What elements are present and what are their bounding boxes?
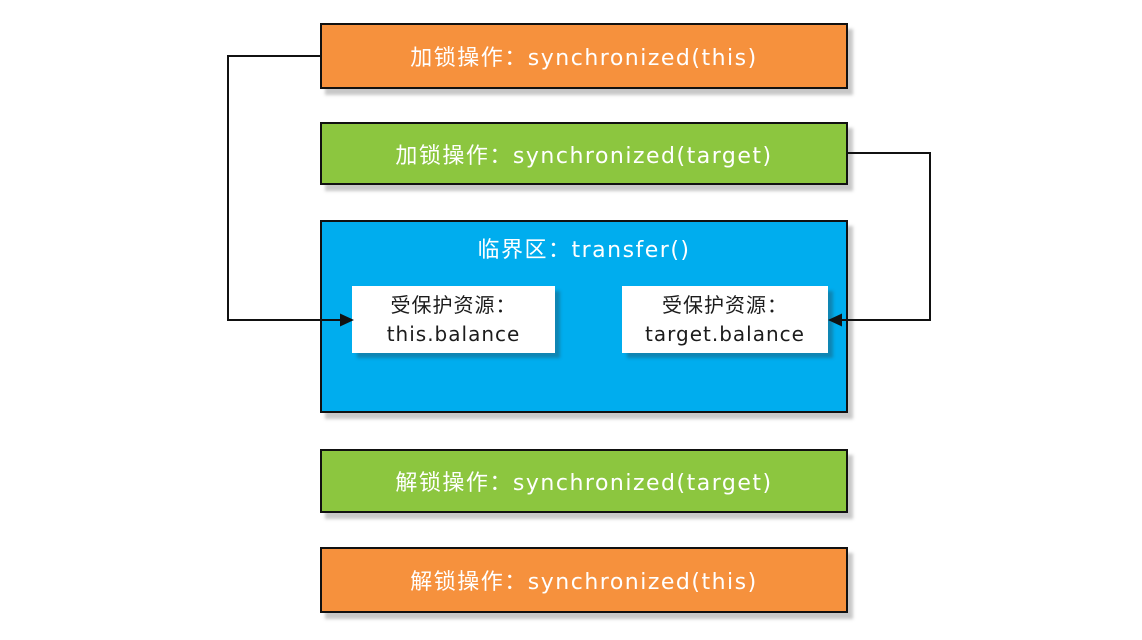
box-unlock-this-label: 解锁操作：synchronized(this) — [410, 570, 758, 595]
box-lock-target: 加锁操作：synchronized(target) — [320, 122, 848, 185]
resource-this-caption: 受保护资源： — [390, 292, 517, 317]
arrow-lock-target-to-resource-target — [842, 152, 931, 321]
box-resource-this: 受保护资源： this.balance — [352, 286, 555, 353]
box-unlock-this: 解锁操作：synchronized(this) — [320, 547, 848, 613]
box-unlock-target: 解锁操作：synchronized(target) — [320, 449, 848, 513]
resource-target-caption: 受保护资源： — [662, 292, 788, 317]
box-lock-this: 加锁操作：synchronized(this) — [320, 23, 848, 89]
box-lock-this-label: 加锁操作：synchronized(this) — [410, 46, 758, 71]
resource-target-value: target.balance — [645, 321, 805, 346]
box-unlock-target-label: 解锁操作：synchronized(target) — [395, 471, 773, 496]
resource-this-value: this.balance — [386, 321, 521, 346]
box-lock-target-label: 加锁操作：synchronized(target) — [395, 143, 773, 169]
box-resource-target: 受保护资源： target.balance — [622, 286, 828, 353]
box-critical-section: 临界区：transfer() 受保护资源： this.balance 受保护资源… — [320, 220, 848, 413]
critical-section-title: 临界区：transfer() — [477, 238, 691, 263]
